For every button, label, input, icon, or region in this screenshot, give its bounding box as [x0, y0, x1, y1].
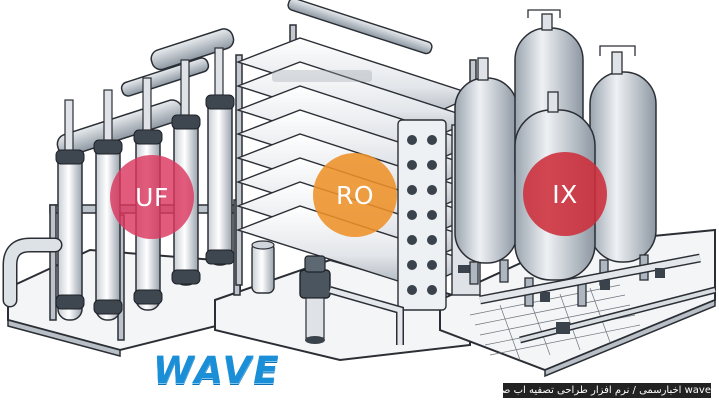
wave-logo: WAVE — [153, 349, 281, 392]
caption-bar: wave اخبارسمی / نرم افزار طراحی تصفیه اب… — [503, 383, 711, 398]
uf-badge: UF — [110, 155, 194, 239]
watermark-logo — [272, 70, 372, 82]
ix-badge: IX — [523, 152, 607, 236]
ro-badge: RO — [313, 153, 397, 237]
